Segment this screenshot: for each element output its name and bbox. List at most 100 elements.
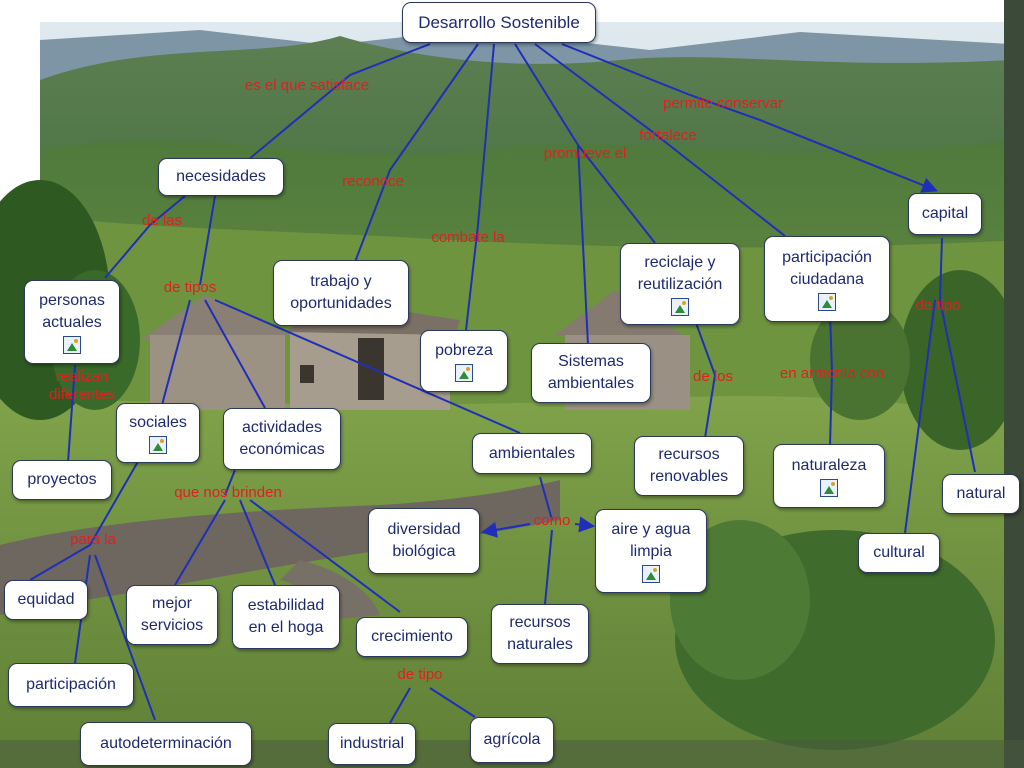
concept-label: pobreza: [435, 342, 493, 359]
concept-label: aire y agua limpia: [611, 521, 691, 560]
concept-natural[interactable]: natural: [942, 474, 1020, 514]
concept-recursos-renovables[interactable]: recursos renovables: [634, 436, 744, 496]
link-root-participacion: [534, 43, 786, 237]
link-label-permite-conservar: permite conservar: [662, 95, 784, 112]
link-root-sistemas: [514, 43, 589, 346]
concept-cultural[interactable]: cultural: [858, 533, 940, 573]
link-capital-cultural: [904, 299, 936, 534]
concept-mejor-servicios[interactable]: mejor servicios: [126, 585, 218, 645]
image-icon[interactable]: [149, 436, 167, 454]
concept-participacion-ciudadana[interactable]: participación ciudadana: [764, 236, 890, 322]
link-para-auto: [94, 554, 156, 721]
concept-crecimiento[interactable]: crecimiento: [356, 617, 468, 657]
concept-agricola[interactable]: agrícola: [470, 717, 554, 763]
link-capital-natural: [938, 237, 976, 473]
concept-trabajo-oportunidades[interactable]: trabajo y oportunidades: [273, 260, 409, 326]
link-crec-industrial: [389, 687, 411, 724]
link-actividades-brinden: [224, 469, 236, 496]
link-ambientales-como: [539, 476, 553, 521]
link-label-para-la: para la: [70, 531, 116, 548]
image-icon[interactable]: [820, 479, 838, 497]
concept-label: trabajo y oportunidades: [290, 273, 392, 312]
concept-equidad[interactable]: equidad: [4, 580, 88, 620]
link-tipos-actividades: [204, 299, 266, 409]
concept-diversidad-biologica[interactable]: diversidad biológica: [368, 508, 480, 574]
concept-label: diversidad biológica: [387, 521, 461, 560]
link-label-de-los: de los: [692, 368, 734, 385]
concept-label: recursos renovables: [649, 446, 729, 485]
concept-desarrollo-sostenible[interactable]: Desarrollo Sostenible: [402, 2, 596, 43]
concept-recursos-naturales[interactable]: recursos naturales: [491, 604, 589, 664]
link-como-diversidad: [480, 521, 531, 538]
concept-capital[interactable]: capital: [908, 193, 982, 235]
link-label-es-el-que-satisface: es el que satisface: [244, 77, 370, 94]
concept-necesidades[interactable]: necesidades: [158, 158, 284, 196]
link-brinden-estabilidad: [239, 499, 276, 586]
link-label-como: como: [533, 512, 571, 529]
link-participacion-naturaleza: [829, 311, 834, 447]
concept-label: agrícola: [483, 731, 541, 748]
link-label-de-tipo-capital: de tipo: [915, 297, 961, 314]
link-root-trabajo: [354, 43, 479, 263]
link-label-reconoce: reconoce: [342, 173, 404, 190]
concept-label: capital: [921, 205, 969, 222]
concept-naturaleza[interactable]: naturaleza: [773, 444, 885, 508]
concept-label: equidad: [17, 591, 75, 608]
concept-label: participación: [26, 676, 116, 693]
link-root-pobreza: [465, 43, 495, 331]
concept-reciclaje-reutilizacion[interactable]: reciclaje y reutilización: [620, 243, 740, 325]
link-crec-agricola: [429, 687, 476, 718]
concept-label: reciclaje y reutilización: [637, 254, 723, 293]
link-label-de-tipo-crecimiento: de tipo: [397, 666, 443, 683]
concept-label: ambientales: [488, 444, 576, 462]
image-icon[interactable]: [642, 565, 660, 583]
image-icon[interactable]: [818, 293, 836, 311]
concept-label: estabilidad en el hoga: [247, 597, 325, 636]
link-como-aire: [574, 516, 596, 533]
link-brinden-mejor: [174, 499, 226, 586]
link-root-reciclaje: [577, 144, 656, 244]
link-necesidades-personas: [104, 195, 186, 279]
concept-participacion[interactable]: participación: [8, 663, 134, 707]
image-icon[interactable]: [671, 298, 689, 316]
image-icon[interactable]: [63, 336, 81, 354]
concept-label: necesidades: [176, 168, 266, 185]
concept-ambientales[interactable]: ambientales: [472, 433, 592, 474]
concept-label: autodeterminación: [100, 735, 232, 752]
link-label-en-armonia-con: en armonía con: [779, 365, 885, 382]
concept-label: sociales: [129, 414, 187, 431]
concept-label: recursos naturales: [507, 614, 573, 653]
concept-industrial[interactable]: industrial: [328, 723, 416, 765]
concept-personas-actuales[interactable]: personas actuales: [24, 280, 120, 364]
link-label-fortalece: fortalece: [639, 127, 697, 144]
concept-actividades-economicas[interactable]: actividades económicas: [223, 408, 341, 470]
concept-sistemas-ambientales[interactable]: Sistemas ambientales: [531, 343, 651, 403]
concept-aire-agua-limpia[interactable]: aire y agua limpia: [595, 509, 707, 593]
concept-label: participación ciudadana: [782, 249, 872, 288]
link-como-recursos: [544, 529, 553, 605]
concept-sociales[interactable]: sociales: [116, 403, 200, 463]
image-icon[interactable]: [455, 364, 473, 382]
concept-label: crecimiento: [371, 628, 453, 645]
link-root-necesidades: [247, 43, 431, 161]
concept-autodeterminacion[interactable]: autodeterminación: [80, 722, 252, 766]
link-label-promueve-el: promueve el: [543, 145, 627, 162]
concept-pobreza[interactable]: pobreza: [420, 330, 508, 392]
concept-label: natural: [956, 485, 1006, 502]
link-personas-proyectos: [67, 364, 76, 463]
concept-label: industrial: [339, 735, 405, 752]
link-brinden-crecimiento: [249, 499, 401, 613]
link-sociales-para: [29, 457, 141, 581]
link-label-realizan-diferentes: realizan diferentes: [49, 368, 115, 403]
link-label-que-nos-brinden: que nos brinden: [174, 484, 282, 501]
concept-estabilidad-hoga[interactable]: estabilidad en el hoga: [232, 585, 340, 649]
concept-label: cultural: [873, 544, 925, 561]
concept-proyectos[interactable]: proyectos: [12, 460, 112, 500]
concept-label: personas actuales: [39, 292, 105, 331]
link-label-de-las: de las: [141, 212, 183, 229]
concept-label: proyectos: [27, 471, 97, 488]
link-label-combate-la: combate la: [431, 229, 505, 246]
concept-label: Sistemas ambientales: [547, 353, 635, 392]
